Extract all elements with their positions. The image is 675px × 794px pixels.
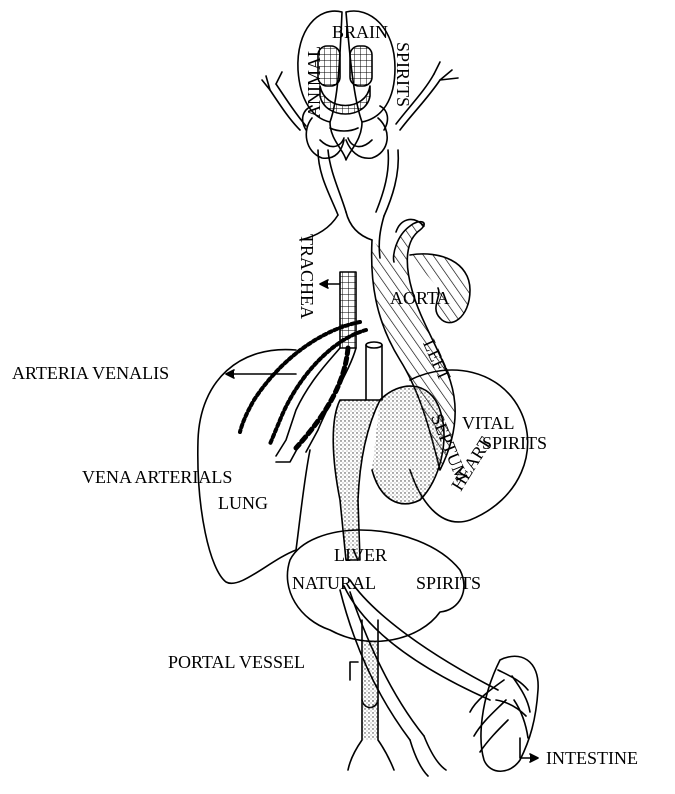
label-intestine: INTESTINE xyxy=(546,749,638,767)
label-animal: ANIMAL xyxy=(305,46,323,118)
label-arteria-venalis: ARTERIA VENALIS xyxy=(12,364,169,382)
label-liver: LIVER xyxy=(334,546,387,564)
label-brain: BRAIN xyxy=(332,23,388,41)
label-lung: LUNG xyxy=(218,494,268,512)
intestine-drawing xyxy=(470,656,538,771)
label-vena-arterials: VENA ARTERIALS xyxy=(82,468,232,486)
label-portal-vessel: PORTAL VESSEL xyxy=(168,653,305,671)
label-aorta: AORTA xyxy=(390,289,449,307)
label-vital: VITAL xyxy=(462,414,515,432)
portal-vessel-drawing xyxy=(340,580,498,776)
carotid-branches xyxy=(262,62,458,258)
label-spirits-natural: SPIRITS xyxy=(416,574,481,592)
label-natural: NATURAL xyxy=(292,574,376,592)
label-trachea: TRACHEA xyxy=(298,234,316,319)
label-spirits-brain: SPIRITS xyxy=(394,42,412,107)
